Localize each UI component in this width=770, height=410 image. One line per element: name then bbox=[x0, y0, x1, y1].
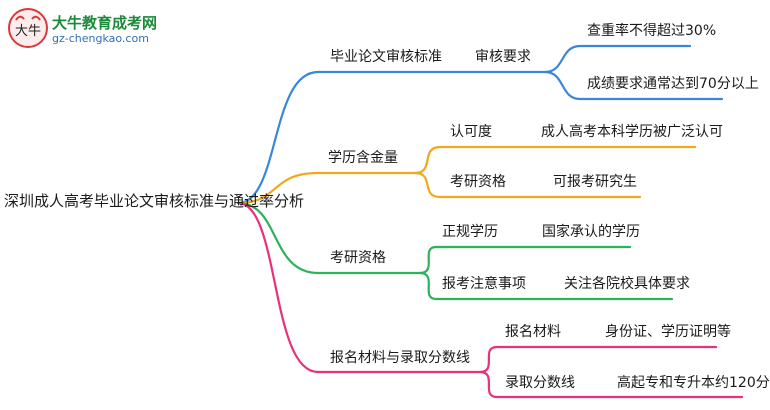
leaf-admission-score: 高起专和专升本约120分 bbox=[617, 375, 770, 391]
child-connector bbox=[478, 370, 744, 399]
mindmap-connectors bbox=[236, 44, 744, 399]
child-connector bbox=[413, 171, 642, 199]
node-application-materials: 报名材料 bbox=[505, 324, 561, 340]
branch-connector bbox=[236, 201, 320, 275]
site-logo: 大牛 大牛教育成考网 gz-chengkao.com bbox=[4, 4, 174, 54]
logo-title: 大牛教育成考网 bbox=[52, 14, 158, 32]
leaf-connector bbox=[543, 70, 724, 101]
leaf-plagiarism-rate: 查重率不得超过30% bbox=[587, 23, 717, 39]
branch-degree-value: 学历含金量 bbox=[328, 150, 398, 166]
leaf-connector bbox=[543, 44, 692, 74]
branch-grad-exam: 考研资格 bbox=[330, 250, 386, 266]
node-recognition: 认可度 bbox=[450, 124, 492, 140]
logo-mark-text: 大牛 bbox=[15, 24, 41, 39]
node-review-requirements: 审核要求 bbox=[475, 49, 531, 65]
branch-connector bbox=[236, 201, 320, 374]
leaf-score-requirement: 成绩要求通常达到70分以上 bbox=[587, 76, 759, 92]
leaf-recognition: 成人高考本科学历被广泛认可 bbox=[541, 124, 723, 140]
root-topic: 深圳成人高考毕业论文审核标准与通过率分析 bbox=[4, 192, 305, 210]
branch-connector bbox=[236, 70, 320, 205]
branch-thesis-standard: 毕业论文审核标准 bbox=[330, 49, 442, 65]
child-connector bbox=[413, 145, 697, 175]
node-formal-degree: 正规学历 bbox=[442, 224, 498, 240]
node-grad-exam-eligibility: 考研资格 bbox=[450, 174, 506, 190]
branch-materials-scores: 报名材料与录取分数线 bbox=[330, 350, 470, 366]
child-connector bbox=[478, 345, 718, 374]
leaf-grad-exam: 可报考研究生 bbox=[553, 174, 637, 190]
branch-connector bbox=[236, 171, 320, 205]
leaf-materials: 身份证、学历证明等 bbox=[605, 324, 731, 340]
leaf-state-recognized: 国家承认的学历 bbox=[542, 224, 640, 240]
child-connector bbox=[418, 271, 674, 301]
logo-url: gz-chengkao.com bbox=[52, 32, 149, 45]
ox-logo-icon: 大牛 bbox=[8, 8, 48, 48]
node-application-notes: 报考注意事项 bbox=[442, 276, 526, 292]
child-connector bbox=[418, 245, 632, 275]
node-admission-score: 录取分数线 bbox=[505, 375, 575, 391]
leaf-school-requirements: 关注各院校具体要求 bbox=[564, 276, 690, 292]
